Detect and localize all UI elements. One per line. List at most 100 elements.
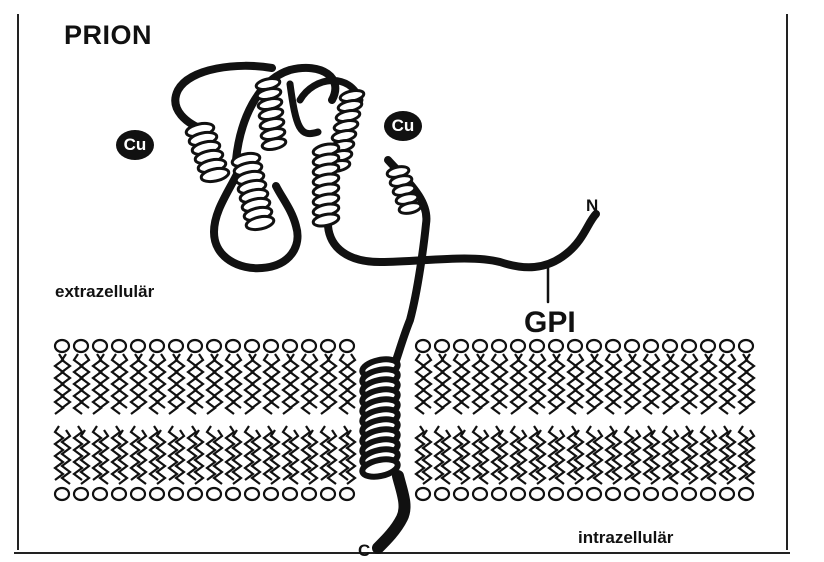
lipid-head-lower xyxy=(549,488,563,500)
lipid-tail-upper xyxy=(119,354,127,408)
lipid-tail-upper xyxy=(81,354,89,408)
lipid-head-lower xyxy=(435,488,449,500)
lipid-head-lower xyxy=(188,488,202,500)
lipid-head-upper xyxy=(188,340,202,352)
lipid-head-lower xyxy=(131,488,145,500)
lipid-head-upper xyxy=(682,340,696,352)
copper-ion-left: Cu xyxy=(116,130,154,160)
lipid-head-upper xyxy=(207,340,221,352)
lipid-head-lower xyxy=(245,488,259,500)
lipid-head-lower xyxy=(416,488,430,500)
lipid-tail-upper xyxy=(689,354,697,408)
lipid-head-lower xyxy=(644,488,658,500)
figure-title: PRION xyxy=(64,20,152,51)
lipid-head-lower xyxy=(492,488,506,500)
lipid-head-upper xyxy=(55,340,69,352)
lipid-head-upper xyxy=(169,340,183,352)
lipid-head-upper xyxy=(93,340,107,352)
lipid-tail-upper xyxy=(480,354,488,408)
lipid-tail-upper xyxy=(727,354,735,408)
lipid-tail-upper xyxy=(594,354,602,408)
lipid-tail-upper xyxy=(454,354,462,414)
lipid-head-upper xyxy=(644,340,658,352)
lipid-tail-upper xyxy=(568,354,576,414)
lipid-tail-upper xyxy=(682,354,690,414)
lipid-tail-upper xyxy=(271,354,279,408)
lipid-head-lower xyxy=(93,488,107,500)
lipid-tail-upper xyxy=(340,354,348,414)
lipid-head-upper xyxy=(473,340,487,352)
lipid-tail-upper xyxy=(499,354,507,408)
lipid-tail-upper xyxy=(644,354,652,414)
lipid-head-upper xyxy=(549,340,563,352)
lipid-tail-upper xyxy=(309,354,317,408)
lipid-head-lower xyxy=(264,488,278,500)
lipid-tail-upper xyxy=(606,354,614,414)
lipid-tail-upper xyxy=(347,354,355,408)
lipid-head-lower xyxy=(150,488,164,500)
lipid-head-upper xyxy=(74,340,88,352)
lipid-head-upper xyxy=(283,340,297,352)
alpha-helices xyxy=(185,77,422,480)
lipid-head-upper xyxy=(435,340,449,352)
lipid-tail-upper xyxy=(708,354,716,408)
intracellular-label: intrazellulär xyxy=(578,528,673,548)
lipid-head-lower xyxy=(587,488,601,500)
lipid-head-upper xyxy=(302,340,316,352)
lipid-head-upper xyxy=(530,340,544,352)
extracellular-label: extrazellulär xyxy=(55,282,154,302)
gpi-anchor-label: GPI xyxy=(524,306,576,340)
lipid-head-upper xyxy=(112,340,126,352)
lipid-tail-upper xyxy=(233,354,241,408)
n-terminus-label: N xyxy=(586,196,598,216)
lipid-tail-upper xyxy=(188,354,196,414)
lipid-head-lower xyxy=(568,488,582,500)
lipid-tail-upper xyxy=(74,354,82,414)
lipid-head-upper xyxy=(454,340,468,352)
lipid-tail-upper xyxy=(651,354,659,408)
lipid-head-lower xyxy=(112,488,126,500)
lipid-head-upper xyxy=(739,340,753,352)
lipid-tail-upper xyxy=(746,354,754,408)
lipid-head-lower xyxy=(169,488,183,500)
lipid-tail-upper xyxy=(518,354,526,408)
lipid-tail-upper xyxy=(112,354,120,414)
lipid-tail-upper xyxy=(670,354,678,408)
lipid-tail-upper xyxy=(720,354,728,414)
lipid-tail-upper xyxy=(575,354,583,408)
lipid-tail-upper xyxy=(150,354,158,414)
lipid-tail-upper xyxy=(264,354,272,414)
lipid-tail-upper xyxy=(138,354,146,408)
lipid-tail-upper xyxy=(157,354,165,408)
lipid-tail-upper xyxy=(290,354,298,408)
lipid-head-lower xyxy=(701,488,715,500)
lipid-head-lower xyxy=(473,488,487,500)
lipid-head-lower xyxy=(720,488,734,500)
lipid-head-upper xyxy=(625,340,639,352)
lipid-tail-upper xyxy=(176,354,184,408)
lipid-tail-upper xyxy=(195,354,203,408)
lipid-head-lower xyxy=(340,488,354,500)
lipid-head-upper xyxy=(150,340,164,352)
lipid-tail-upper xyxy=(416,354,424,414)
lipid-head-lower xyxy=(302,488,316,500)
c-terminus-label: C xyxy=(358,541,370,561)
lipid-tail-upper xyxy=(62,354,70,408)
lipid-tail-upper xyxy=(100,354,108,408)
lipid-head-upper xyxy=(701,340,715,352)
lipid-tail-upper xyxy=(252,354,260,408)
lipid-tail-upper xyxy=(492,354,500,414)
lipid-tail-upper xyxy=(423,354,431,408)
lipid-head-lower xyxy=(682,488,696,500)
lipid-head-lower xyxy=(74,488,88,500)
lipid-head-upper xyxy=(720,340,734,352)
lipid-head-upper xyxy=(340,340,354,352)
lipid-head-upper xyxy=(245,340,259,352)
lipid-tail-upper xyxy=(442,354,450,408)
lipid-head-lower xyxy=(739,488,753,500)
lipid-tail-upper xyxy=(328,354,336,408)
lipid-head-lower xyxy=(511,488,525,500)
lipid-head-lower xyxy=(207,488,221,500)
lipid-head-upper xyxy=(131,340,145,352)
